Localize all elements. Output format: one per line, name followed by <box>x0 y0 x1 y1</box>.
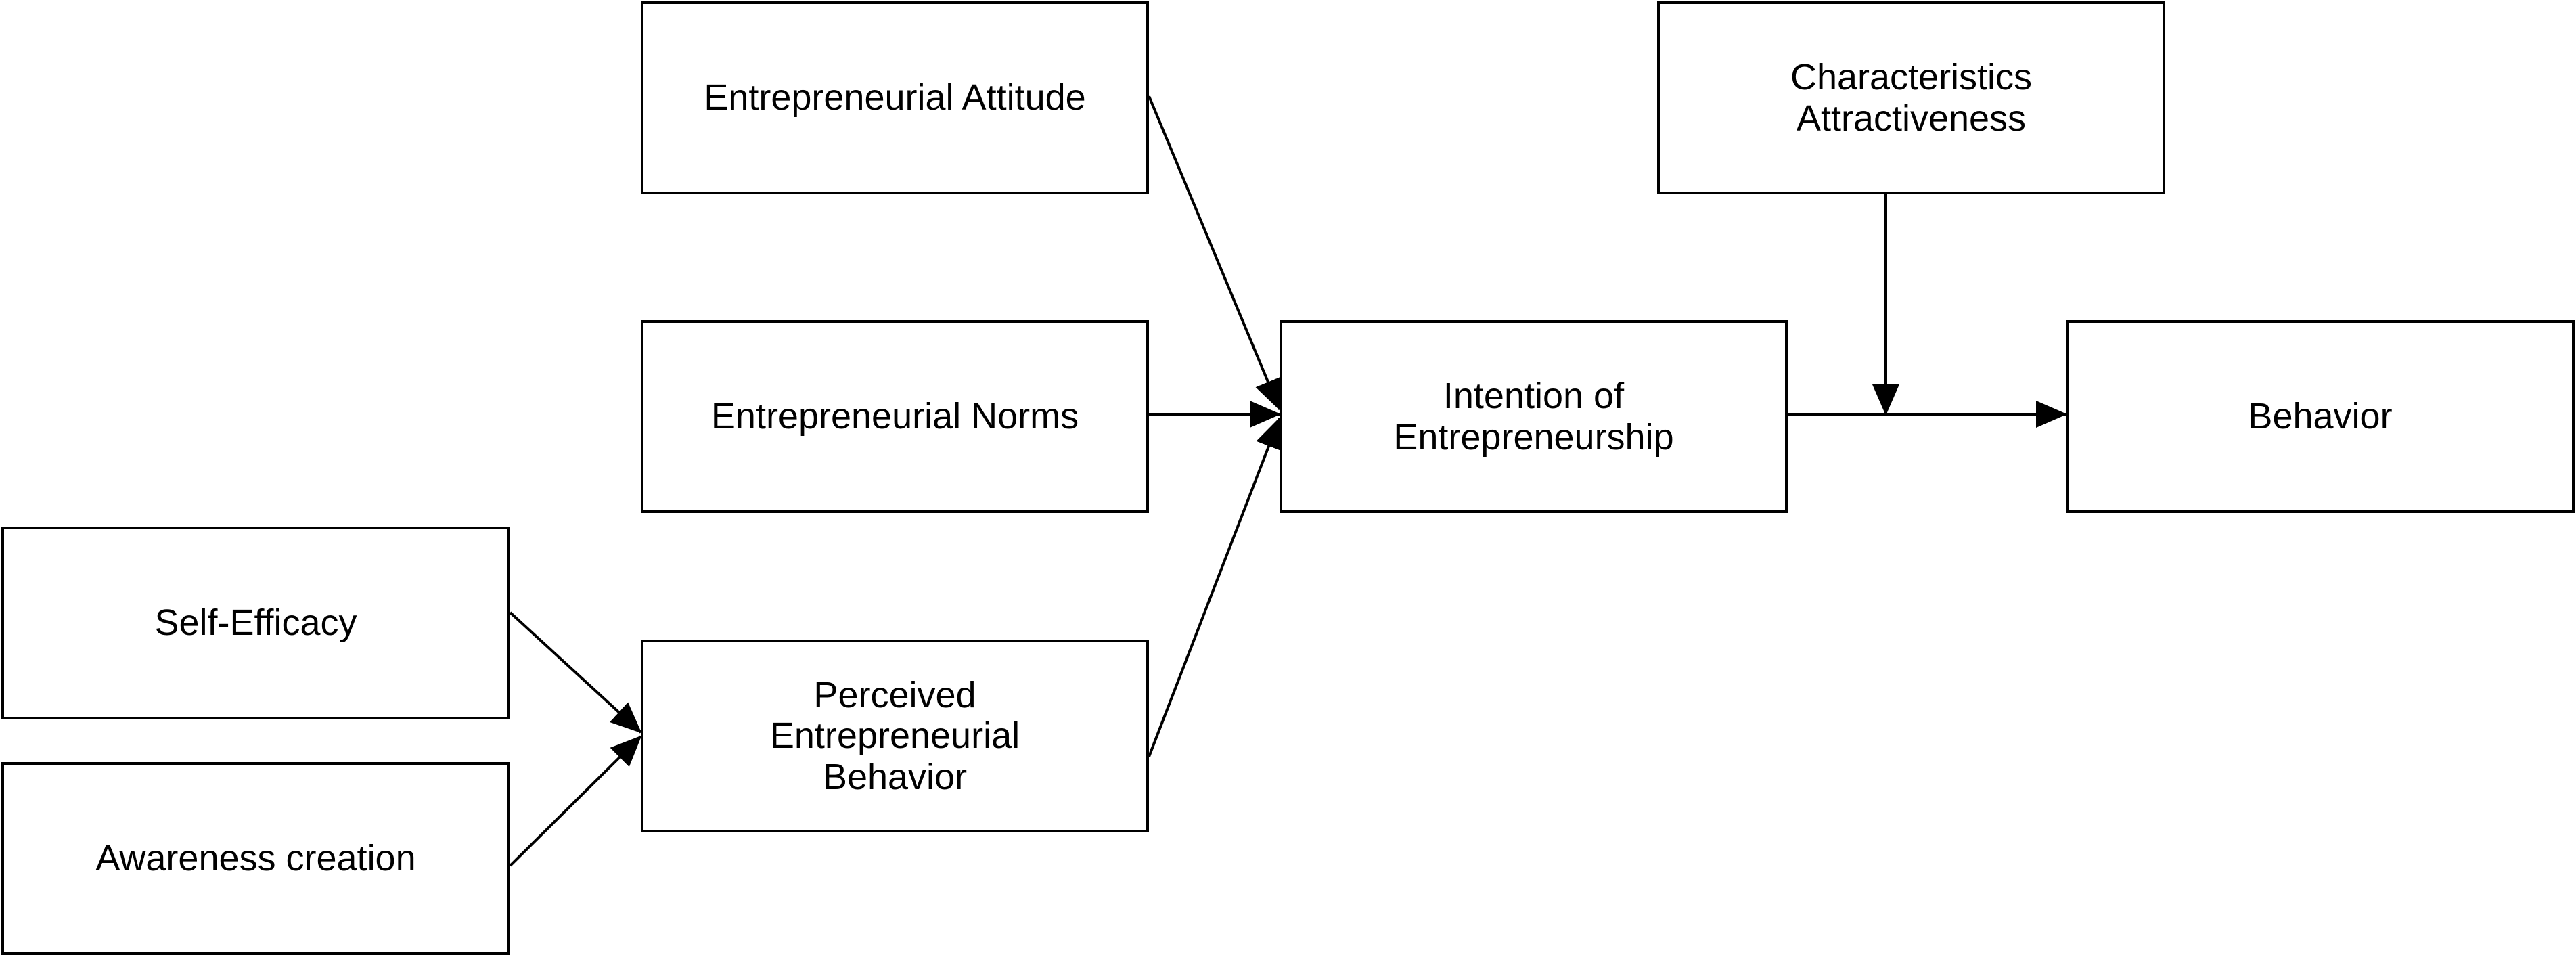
node-behavior: Behavior <box>2066 320 2575 513</box>
node-label: Intention of Entrepreneurship <box>1393 376 1674 458</box>
node-label: Behavior <box>2248 396 2393 437</box>
arrow-awareness-to-perceived-behavior <box>509 735 642 867</box>
node-label: Entrepreneurial Attitude <box>704 77 1086 118</box>
node-entrepreneurial-attitude: Entrepreneurial Attitude <box>641 1 1149 194</box>
node-label: Characteristics Attractiveness <box>1790 57 2033 139</box>
node-perceived-entrepreneurial-behavior: Perceived Entrepreneurial Behavior <box>641 640 1149 832</box>
node-entrepreneurial-norms: Entrepreneurial Norms <box>641 320 1149 513</box>
node-characteristics-attractiveness: Characteristics Attractiveness <box>1657 1 2165 194</box>
arrow-perceived-behavior-to-intention <box>1148 417 1282 757</box>
node-intention-of-entrepreneurship: Intention of Entrepreneurship <box>1280 320 1788 513</box>
node-label: Perceived Entrepreneurial Behavior <box>769 674 1020 797</box>
node-label: Awareness creation <box>95 838 416 879</box>
arrow-self-efficacy-to-perceived-behavior <box>509 611 642 734</box>
node-self-efficacy: Self-Efficacy <box>1 527 510 719</box>
node-label: Entrepreneurial Norms <box>710 396 1079 437</box>
arrow-attitude-to-intention <box>1148 95 1281 411</box>
node-label: Self-Efficacy <box>154 602 357 644</box>
node-awareness-creation: Awareness creation <box>1 762 510 955</box>
